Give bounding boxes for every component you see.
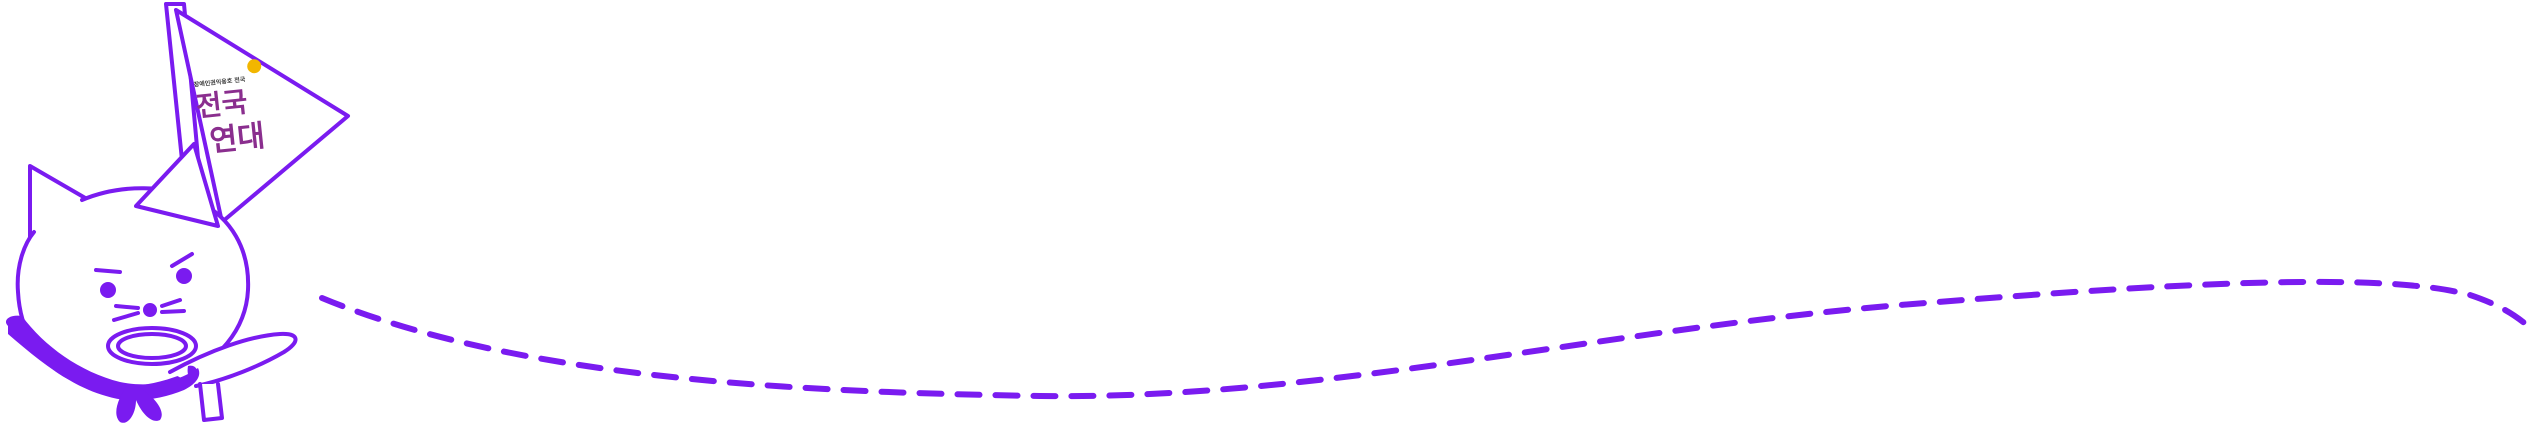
whisker — [112, 311, 140, 322]
flag-title-line2: 연대 — [208, 119, 267, 160]
cat-mascot-icon — [15, 2, 350, 422]
mouth-inner — [116, 332, 188, 360]
sun-icon — [247, 59, 262, 74]
scarf — [5, 315, 200, 401]
right-eye — [176, 268, 192, 284]
flag-title-line1: 전국 — [194, 85, 249, 123]
whisker — [160, 309, 186, 314]
left-eyebrow — [94, 268, 122, 274]
whisker — [160, 298, 182, 308]
leg — [198, 382, 224, 422]
left-eye — [100, 282, 116, 298]
pennant-flag-icon — [174, 8, 350, 224]
right-eyebrow — [170, 252, 194, 268]
nose — [143, 303, 157, 317]
paw-tip — [187, 365, 198, 380]
dashed-wave-line — [319, 278, 2531, 400]
right-ear — [134, 142, 220, 228]
arm — [168, 331, 298, 388]
whisker — [114, 304, 140, 310]
scarf-tie — [116, 384, 162, 423]
